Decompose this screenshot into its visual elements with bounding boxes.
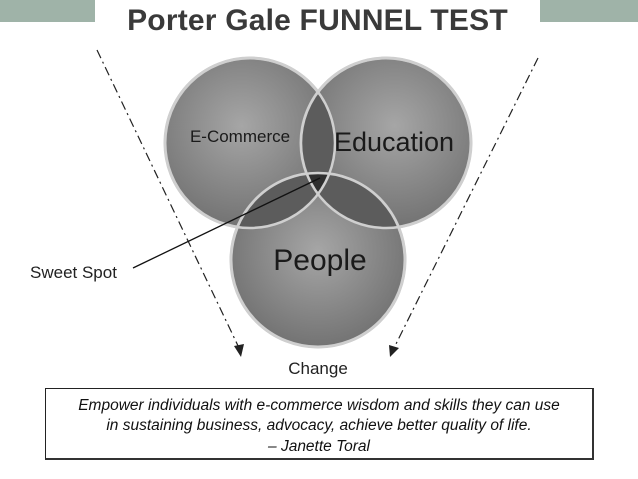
- overlap-education-people: [301, 173, 405, 228]
- funnel-right-line: [392, 57, 539, 351]
- education-label: Education: [334, 127, 454, 157]
- people-circle-outline: [229, 171, 407, 349]
- overlap-ecommerce-people: [231, 173, 335, 228]
- quote-line-1: Empower individuals with e-commerce wisd…: [78, 397, 560, 414]
- funnel-left-arrowhead: [234, 344, 244, 357]
- title-strip: [95, 0, 540, 45]
- quote-line-2: in sustaining business, advocacy, achiev…: [106, 417, 532, 434]
- quote-attribution: – Janette Toral: [268, 438, 370, 455]
- quote-box: Empower individuals with e-commerce wisd…: [45, 388, 594, 460]
- change-label: Change: [288, 359, 348, 378]
- ecommerce-circle-outline: [163, 56, 337, 230]
- people-label: People: [273, 244, 366, 277]
- education-circle-outline: [299, 56, 473, 230]
- sweet-spot-pointer: [132, 177, 321, 269]
- funnel-left-line: [96, 49, 241, 351]
- funnel-right-arrowhead: [389, 345, 399, 357]
- sweet-spot-label: Sweet Spot: [30, 263, 117, 282]
- ecommerce-label: E-Commerce: [190, 127, 290, 146]
- slide-title: Porter Gale FUNNEL TEST: [127, 4, 508, 37]
